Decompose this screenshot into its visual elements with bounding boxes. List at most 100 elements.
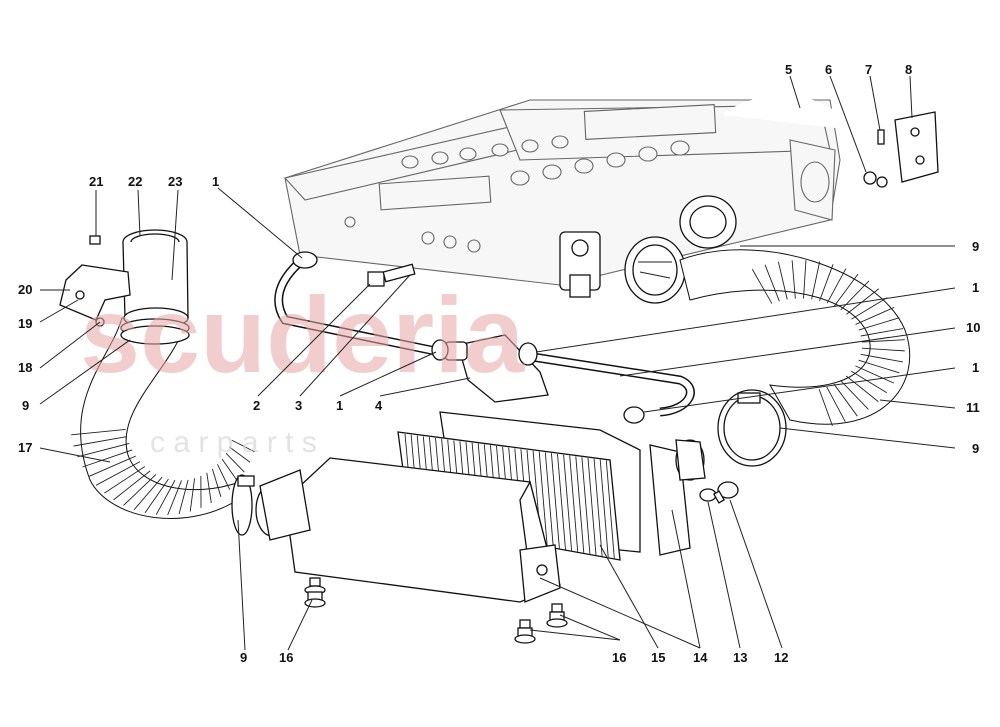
filter-pleat <box>599 459 609 558</box>
filter-pleat <box>550 453 560 549</box>
vent-hose <box>722 95 871 134</box>
hose-rib <box>833 383 858 417</box>
callout-11: 11 <box>966 400 980 415</box>
rubber-mount-right-1 <box>514 619 536 644</box>
callout-19: 19 <box>18 316 32 331</box>
callout-20: 20 <box>18 282 32 297</box>
callout-4: 4 <box>375 398 383 413</box>
pressure-sensor <box>894 111 939 183</box>
callout-22: 22 <box>128 174 142 189</box>
intake-hose-right <box>679 249 911 426</box>
hose-rib <box>144 478 169 514</box>
mounting-bracket <box>59 264 131 321</box>
hose-rib <box>206 472 212 504</box>
washer-nut <box>863 171 888 188</box>
hose-rib <box>858 359 900 374</box>
hose-rib <box>225 452 245 473</box>
hose-rib <box>861 339 905 343</box>
callout-3: 3 <box>295 398 302 413</box>
hose-rib <box>113 470 151 501</box>
bolt <box>713 481 739 504</box>
hose-rib <box>73 436 128 447</box>
hose-rib <box>211 468 222 497</box>
intake-manifold <box>283 99 841 286</box>
callout-8: 8 <box>905 62 912 77</box>
filter-pleat <box>593 458 603 557</box>
callout-1-top: 1 <box>212 174 219 189</box>
temperature-sensor <box>367 263 416 287</box>
rubber-mount-right-2 <box>546 603 568 628</box>
callout-2: 2 <box>253 398 260 413</box>
hose-rib <box>167 480 182 516</box>
hose-rib <box>77 442 130 458</box>
callout-9-right-bottom: 9 <box>972 441 979 456</box>
callout-1-right: 1 <box>972 280 979 295</box>
airbox-inlet-neck <box>255 469 311 541</box>
hose-clamp-left-upper <box>120 318 190 345</box>
hose-rib <box>840 379 869 410</box>
hose-rib <box>861 347 905 352</box>
hose-rib <box>82 449 133 468</box>
hose-rib <box>71 429 126 436</box>
hose-rib <box>851 370 888 394</box>
callout-1-right-lower: 1 <box>972 360 979 375</box>
hose-rib <box>189 478 196 512</box>
callout-7: 7 <box>865 62 872 77</box>
filter-pleat <box>605 460 615 559</box>
callout-13: 13 <box>733 650 747 665</box>
hose-rib <box>791 260 796 299</box>
callout-12: 12 <box>774 650 788 665</box>
leader-lines <box>39 75 956 651</box>
hose-rib <box>855 365 895 384</box>
hose-clamp-small <box>623 406 645 424</box>
callout-9-left: 9 <box>22 398 29 413</box>
callout-17: 17 <box>18 440 32 455</box>
callout-6: 6 <box>825 62 832 77</box>
throttle-body-right <box>679 195 737 249</box>
callout-1-mid: 1 <box>336 398 343 413</box>
small-bolt <box>877 129 885 145</box>
callout-15: 15 <box>651 650 665 665</box>
filter-pleat <box>581 457 591 554</box>
hose-rib <box>133 476 163 511</box>
hose-rib <box>860 328 904 337</box>
callout-21: 21 <box>89 174 103 189</box>
hose-rib <box>104 466 146 494</box>
hose-rib <box>88 455 136 477</box>
callout-16-right: 16 <box>612 650 626 665</box>
idle-hose-assembly <box>274 251 695 417</box>
throttle-body-left <box>559 231 601 298</box>
filter-pleat <box>569 455 579 552</box>
filter-pleat <box>557 453 566 550</box>
hose-rib <box>803 260 807 299</box>
callout-23: 23 <box>168 174 182 189</box>
watermark-subtitle: c a r p a r t s <box>150 426 317 459</box>
rubber-mount-left <box>304 577 326 608</box>
hose-rib <box>155 480 176 515</box>
filter-pleat <box>575 456 585 553</box>
hose-rib <box>846 288 880 315</box>
air-flow-meter <box>122 229 189 329</box>
airbox-outlet-neck <box>675 439 706 481</box>
callout-9-bottom: 9 <box>240 650 247 665</box>
hose-rib <box>826 268 847 304</box>
callout-labels: 21 22 23 20 19 18 9 17 9 16 1 2 3 1 4 5 … <box>18 62 980 665</box>
hose-rib <box>860 353 903 363</box>
hose-rib <box>178 479 189 515</box>
hose-rib <box>777 261 788 300</box>
callout-5: 5 <box>785 62 792 77</box>
hose-rib <box>819 264 834 302</box>
filter-pleat <box>544 452 554 548</box>
filter-pleat <box>587 457 597 556</box>
hose-rib <box>826 386 846 422</box>
hose-rib <box>751 269 773 304</box>
hose-rib <box>833 273 859 307</box>
callout-16-left: 16 <box>279 650 293 665</box>
washer <box>699 488 717 502</box>
idle-control-valve <box>431 334 549 403</box>
hose-rib <box>231 439 255 453</box>
throttle-flange <box>624 236 686 304</box>
hose-rib <box>221 458 238 482</box>
hose-rib <box>123 474 157 506</box>
